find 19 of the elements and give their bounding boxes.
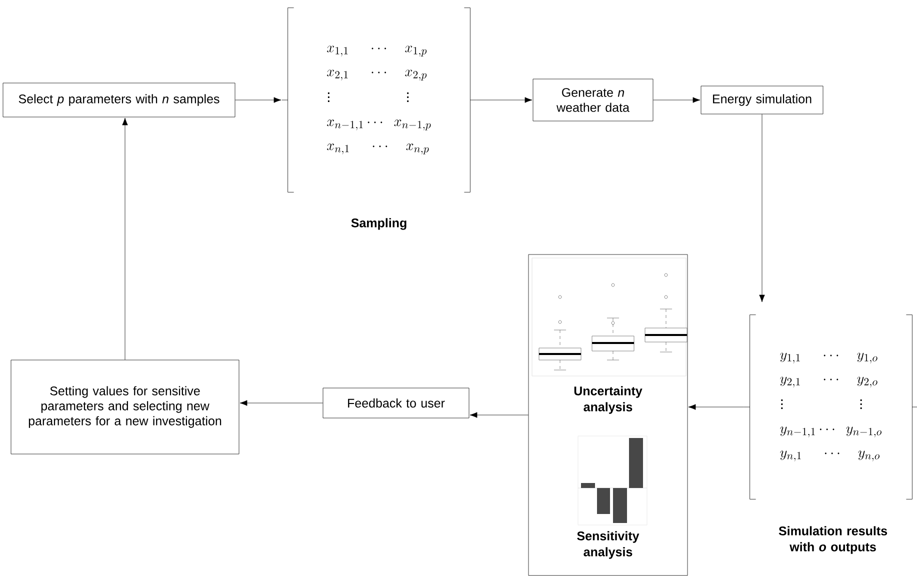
process-box: Energy simulation	[700, 86, 824, 114]
panel-heading: Uncertainty analysis	[574, 386, 642, 414]
process-box: Feedback to user	[322, 388, 470, 418]
panel-heading: Sensitivity analysis	[577, 531, 640, 559]
arrow	[653, 97, 700, 103]
arrow	[476, 97, 532, 103]
caption-label: Sampling	[351, 218, 406, 230]
arrow	[122, 118, 128, 360]
caption-label: Simulation results with o outputs	[778, 526, 888, 554]
arrow	[240, 400, 323, 406]
process-box: Select p parameters with n samples	[2, 82, 236, 118]
process-box: Setting values for sensitive parameters and selecting new parameters for a new investigation	[10, 360, 240, 454]
arrow	[235, 97, 282, 103]
arrow	[688, 404, 744, 410]
bracket-matrix: $y_{1,1} \quad\; \cdots \quad y_{1,o}$ $y_{2,1} \quad\; \cdots \quad y_{2,o}$ $\vdots \qquad\qquad\quad \vdots$ $y_{n-1,1} \cdots \;\; y_{n-1,o}$ $y_{n,1} \quad\; \cdots \quad y_{n,o}$	[744, 314, 917, 500]
process-box: Generate n weather data	[532, 78, 654, 122]
bracket-matrix: $x_{1,1} \quad\; \cdots \quad x_{1,p}$ $x_{2,1} \quad\; \cdots \quad x_{2,p}$ $\vdots \qquad\qquad\quad \vdots$ $x_{n-1,1} \cdots \;\; x_{n-1,p}$ $x_{n,1} \quad\; \cdots \quad x_{n,p}$	[282, 8, 476, 192]
arrow	[759, 114, 765, 302]
arrow	[470, 412, 528, 418]
